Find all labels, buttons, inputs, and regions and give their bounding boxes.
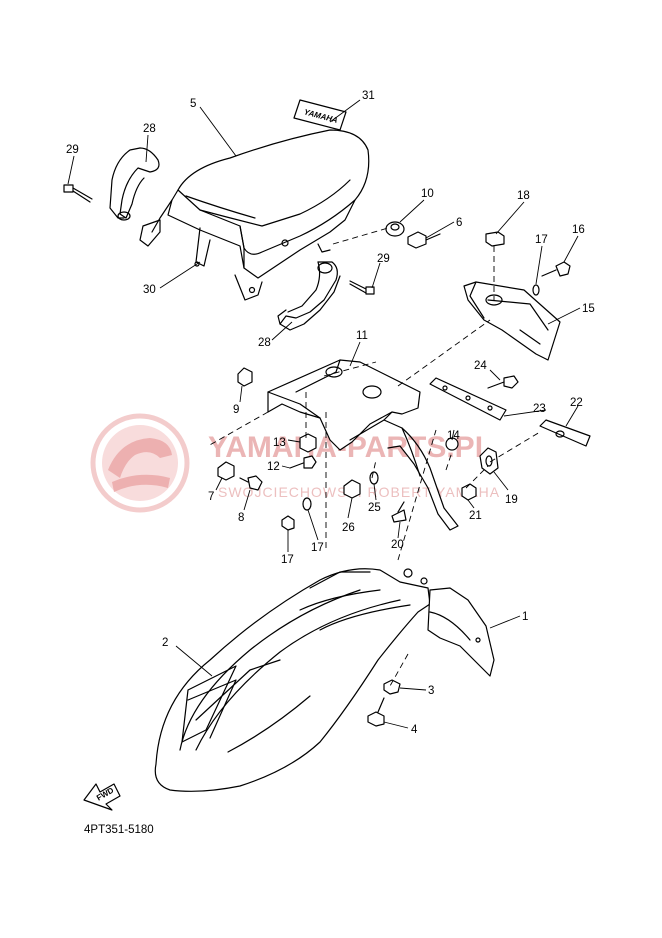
callout-23: 21 <box>469 510 482 522</box>
callout-19: 18 <box>517 190 530 202</box>
tail-light-bracket <box>463 281 561 361</box>
callout-21: 20 <box>391 539 404 551</box>
callout-10: 10 <box>421 188 434 200</box>
bolt-12 <box>289 455 317 469</box>
fender-extension <box>427 587 495 677</box>
grommet-9 <box>237 367 253 387</box>
grab-bar-right <box>277 261 341 331</box>
reflector-22 <box>539 419 591 447</box>
callout-1: 1 <box>522 611 528 623</box>
bolt-4 <box>367 697 385 727</box>
callout-27: 26 <box>342 522 355 534</box>
seat-decal: YAMAHA <box>293 99 347 131</box>
callout-29-left: 29 <box>66 144 79 156</box>
bolt-29-right <box>349 280 375 295</box>
callout-4: 4 <box>411 724 418 736</box>
bolt-8 <box>239 475 263 491</box>
callout-16: 16 <box>572 224 585 236</box>
callout-7: 7 <box>208 491 214 503</box>
screw-21 <box>391 501 407 523</box>
bolt-25 <box>487 375 519 389</box>
bolt-16 <box>541 261 571 277</box>
front-fender <box>154 568 431 792</box>
callout-24: 23 <box>533 403 546 415</box>
callout-26: 25 <box>368 502 381 514</box>
fwd-arrow-icon: FWD <box>83 783 121 811</box>
grab-bar-left <box>109 147 161 247</box>
callout-25: 24 <box>474 360 487 372</box>
callout-30: 30 <box>143 284 156 296</box>
rear-fender-bracket <box>267 359 459 531</box>
callout-2: 2 <box>162 637 168 649</box>
nut-23 <box>461 483 477 501</box>
part-code: 4PT351-5180 <box>84 824 154 836</box>
callout-9: 9 <box>233 404 239 416</box>
seat-part <box>151 129 370 301</box>
callout-13: 13 <box>273 437 286 449</box>
bolt-29-left <box>63 184 93 203</box>
washer-17-top <box>532 284 540 296</box>
nut-19 <box>485 231 505 247</box>
washer-17-bottom <box>302 497 312 511</box>
callout-8: 8 <box>238 512 244 524</box>
callout-29-right: 29 <box>377 253 390 265</box>
callout-17-bottom: 17 <box>311 542 324 554</box>
callout-20: 19 <box>505 494 518 506</box>
bolt-6 <box>407 231 441 249</box>
callout-28-bottom: 28 <box>258 337 271 349</box>
assembly-lines <box>207 227 541 687</box>
callout-14: 14 <box>447 430 460 442</box>
callout-12: 12 <box>267 461 280 473</box>
collar-27 <box>343 479 361 499</box>
callout-28-top: 28 <box>143 123 156 135</box>
reflector-bracket-20 <box>479 447 499 475</box>
callout-17-top: 17 <box>535 234 548 246</box>
plate-bracket-24 <box>429 377 507 421</box>
watermark: YAMAHA-PARTS.PL SWOJCIECHOWSKI ROBERT YA… <box>90 413 499 513</box>
washer-26 <box>369 471 379 485</box>
nut-18 <box>281 515 295 531</box>
callout-15: 15 <box>582 303 595 315</box>
callout-11: 11 <box>356 330 368 342</box>
collar-10 <box>385 221 405 237</box>
callout-22: 22 <box>570 397 583 409</box>
callout-3: 3 <box>428 685 434 697</box>
callout-5: 5 <box>190 98 196 110</box>
callout-18: 17 <box>281 554 294 566</box>
callout-31: 31 <box>362 90 375 102</box>
leader-lines <box>67 99 581 729</box>
collar-13 <box>299 433 317 453</box>
grommet-7 <box>217 461 235 481</box>
callouts: 5 31 28 29 30 10 6 29 28 11 18 17 16 15 … <box>66 90 595 736</box>
nut-3 <box>383 679 401 695</box>
watermark-logo <box>90 413 190 513</box>
callout-6: 6 <box>456 217 462 229</box>
